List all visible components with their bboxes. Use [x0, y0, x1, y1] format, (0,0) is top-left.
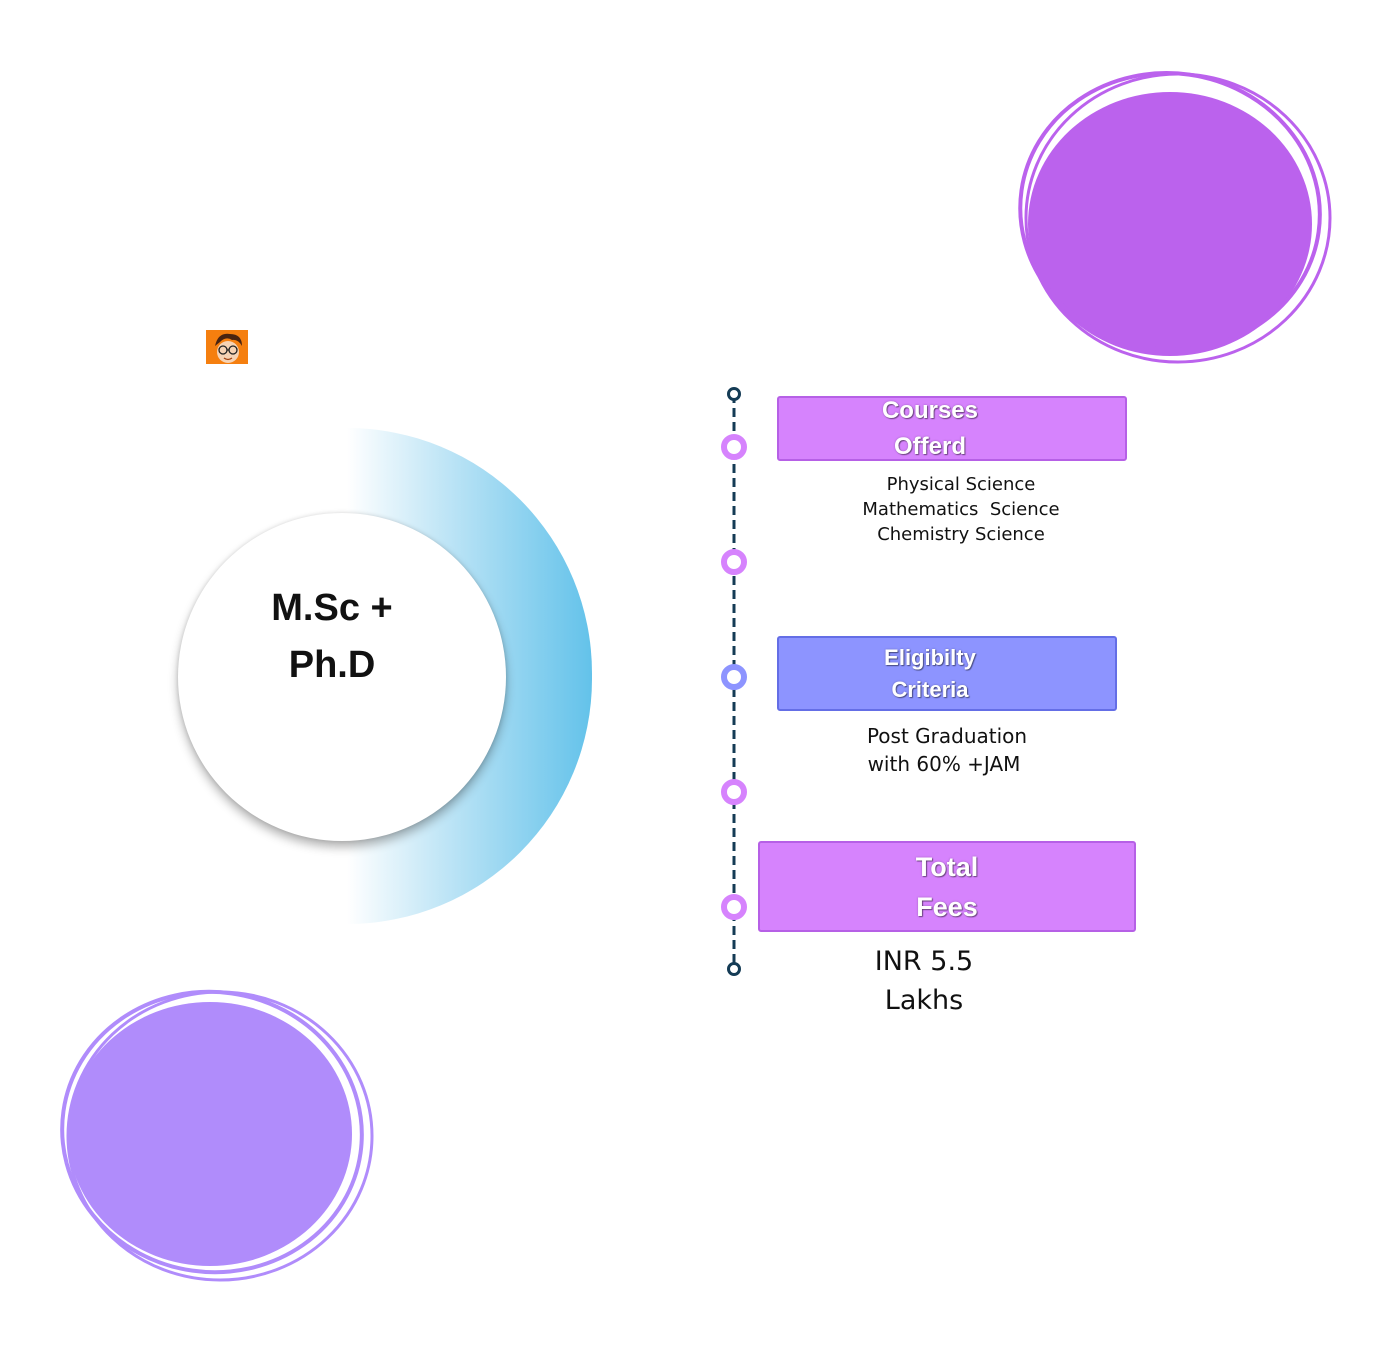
- courses-heading-line-2: Offerd: [894, 432, 966, 460]
- program-title-line-2: Ph.D: [288, 644, 376, 686]
- timeline-node: [721, 664, 747, 690]
- timeline-end-dot-top: [727, 387, 741, 401]
- course-item: Mathematics Science: [862, 499, 1060, 520]
- fees-heading-line-2: Fees: [916, 891, 978, 922]
- courses-list: Physical Science Mathematics Science Che…: [812, 472, 1110, 547]
- timeline: [721, 387, 747, 976]
- fees-line: INR 5.5: [874, 946, 974, 977]
- timeline-node: [721, 894, 747, 920]
- timeline-end-dot-bottom: [727, 962, 741, 976]
- fees-heading-line-1: Total: [915, 851, 979, 882]
- eligibility-heading-line-1: Eligibilty: [884, 644, 976, 670]
- decorative-blob-bottom-left: [60, 989, 374, 1282]
- courses-offered-heading-box: Courses Offerd: [777, 396, 1127, 461]
- courses-heading-line-1: Courses: [881, 396, 979, 424]
- eligibility-criteria-heading-box: Eligibilty Criteria: [777, 636, 1117, 711]
- eligibility-heading-line-2: Criteria: [891, 676, 969, 702]
- program-title: M.Sc + Ph.D: [232, 580, 432, 694]
- student-mascot-icon: [206, 330, 248, 364]
- total-fees-heading-box: Total Fees: [758, 841, 1136, 932]
- center-circle: [178, 513, 506, 841]
- timeline-node: [721, 434, 747, 460]
- course-item: Physical Science: [886, 474, 1036, 495]
- timeline-node: [721, 549, 747, 575]
- eligibility-line: with 60% +JAM: [867, 752, 1021, 776]
- fees-line: Lakhs: [884, 985, 964, 1016]
- course-item: Chemistry Science: [877, 524, 1045, 545]
- timeline-node: [721, 779, 747, 805]
- decorative-blob-top-right: [1018, 71, 1332, 364]
- program-title-line-1: M.Sc +: [271, 587, 393, 629]
- fees-amount: INR 5.5 Lakhs: [824, 942, 1024, 1020]
- eligibility-text: Post Graduation with 60% +JAM: [827, 722, 1067, 778]
- eligibility-line: Post Graduation: [866, 724, 1028, 748]
